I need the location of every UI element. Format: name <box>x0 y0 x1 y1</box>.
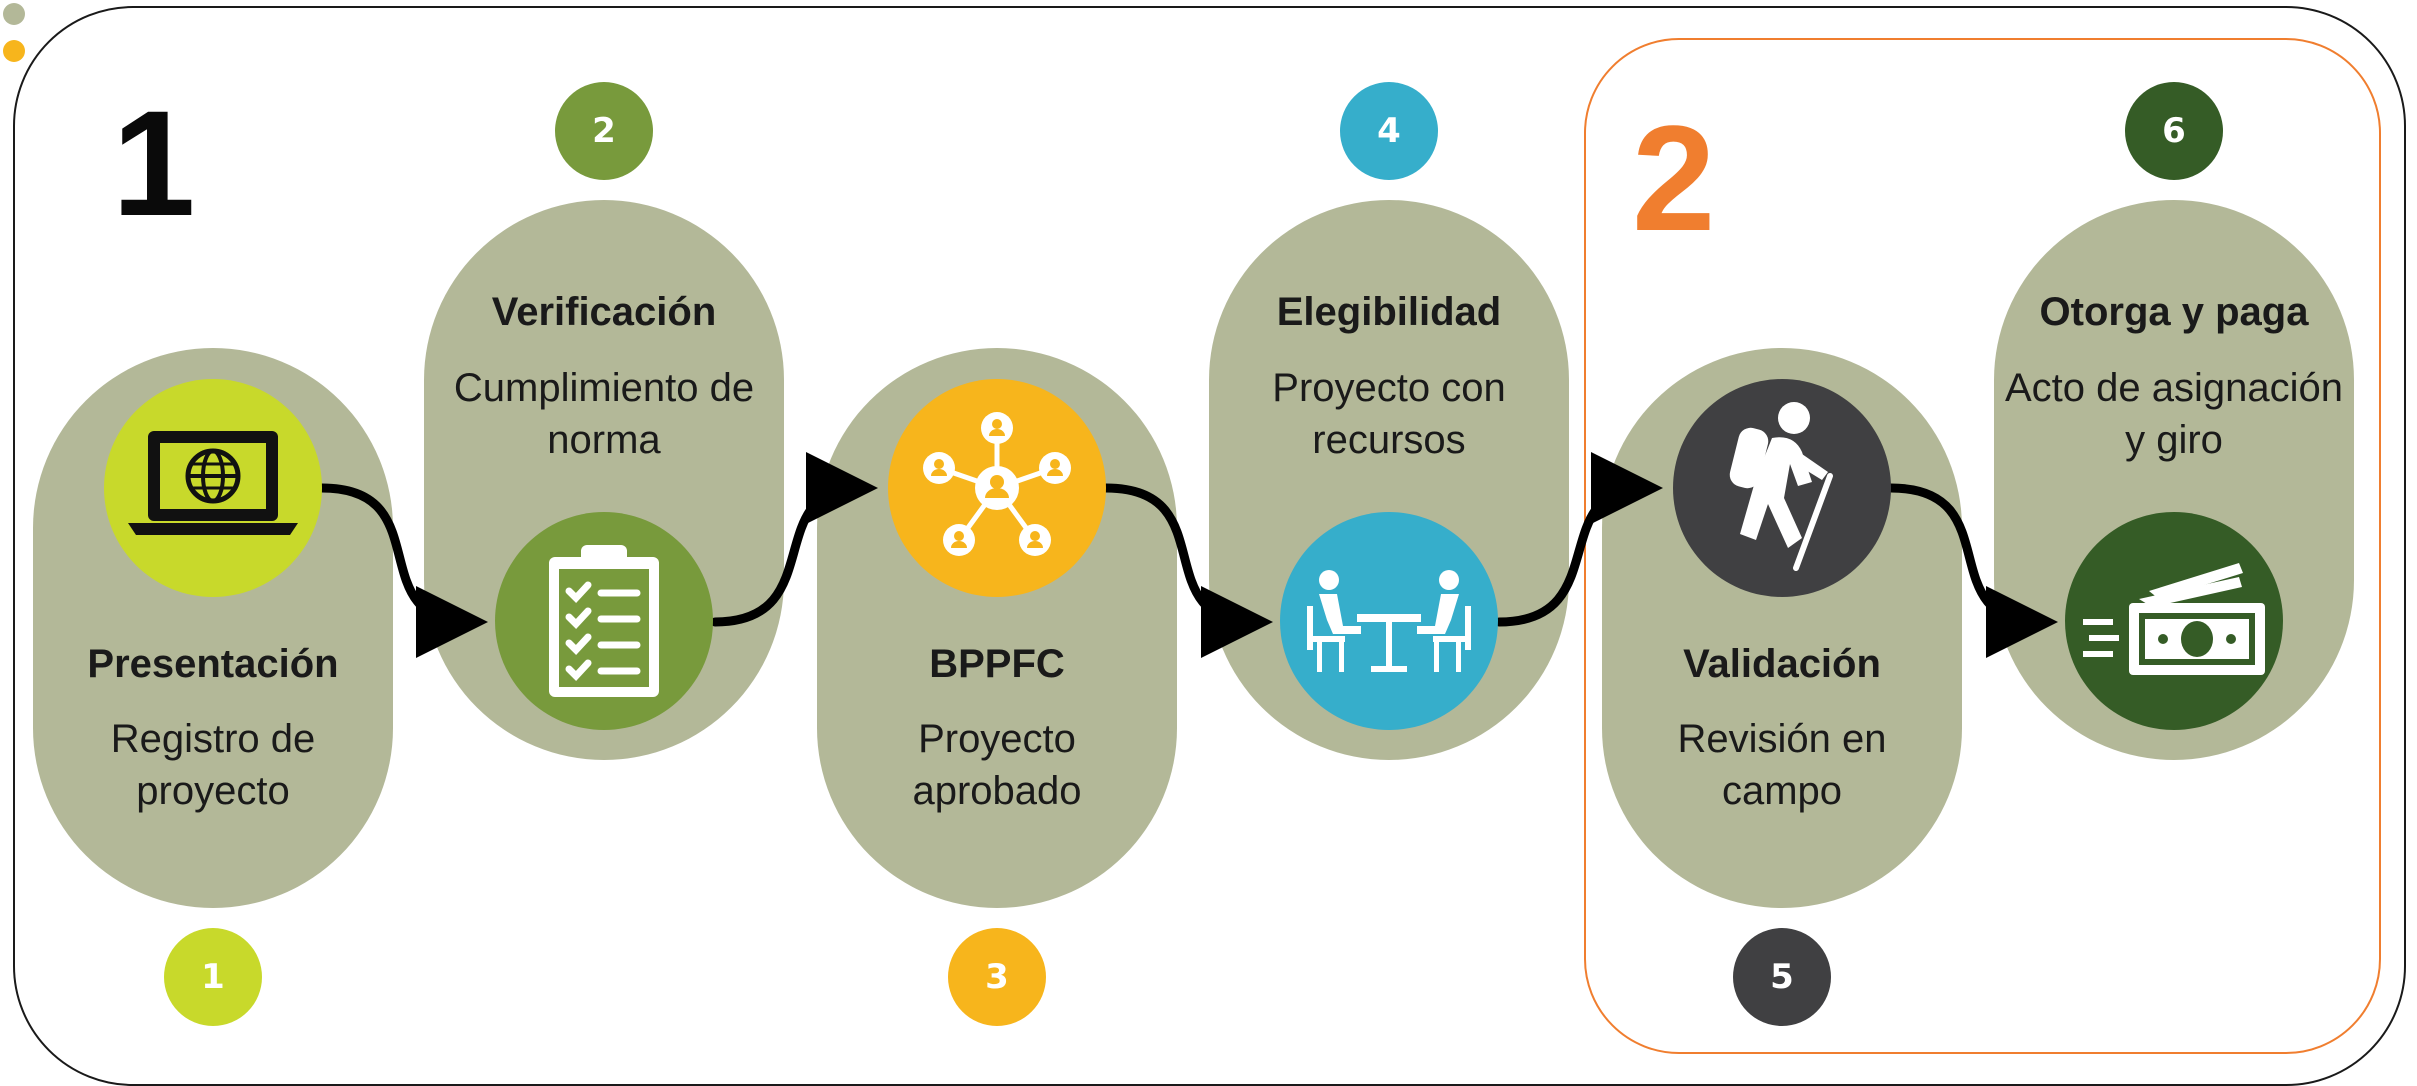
step-2-description: Cumplimiento de norma <box>453 366 755 462</box>
step-3-title: BPPFC <box>929 642 1065 686</box>
step-3-icon-circle <box>888 379 1106 597</box>
step-6-icon-circle <box>2065 512 2283 730</box>
phase-2-number: 2 <box>1632 94 1716 262</box>
network-people-icon <box>923 412 1071 556</box>
arrow-4-to-5 <box>1494 452 1663 627</box>
step-2-title: Verificación <box>491 290 717 334</box>
arrow-2-to-3 <box>710 452 878 627</box>
step-1-description: Registro de proyecto <box>110 717 316 813</box>
arrow-3-to-4 <box>1101 483 1273 658</box>
corner-dot <box>3 40 25 62</box>
step-2-number-badge: 2 <box>555 82 653 180</box>
step-6-description: Acto de asignación y giro <box>2004 366 2343 462</box>
step-6-number-badge: 6 <box>2125 82 2223 180</box>
step-6-title: Otorga y paga <box>2039 290 2309 334</box>
step-5-number-badge: 5 <box>1733 928 1831 1026</box>
hiker-icon <box>1729 402 1833 571</box>
step-4-number-badge: 4 <box>1340 82 1438 180</box>
step-4-description: Proyecto con recursos <box>1272 366 1506 462</box>
step-4-icon-circle <box>1280 512 1498 730</box>
step-1-number-badge: 1 <box>164 928 262 1026</box>
arrow-5-to-6 <box>1886 483 2058 658</box>
meeting-table-icon <box>1307 570 1471 672</box>
step-2-icon-circle <box>495 512 713 730</box>
step-3-description: Proyecto aprobado <box>912 717 1082 813</box>
step-5-icon-circle <box>1673 379 1891 597</box>
phase-1-number: 1 <box>112 79 196 247</box>
step-4-title: Elegibilidad <box>1276 290 1502 334</box>
step-1-title: Presentación <box>87 642 339 686</box>
step-5-description: Revisión en campo <box>1677 717 1887 813</box>
clipboard-checklist-icon <box>549 545 659 697</box>
corner-dot <box>3 3 25 25</box>
step-1-icon-circle <box>104 379 322 597</box>
laptop-globe-icon <box>128 431 298 535</box>
arrow-1-to-2 <box>317 483 488 658</box>
step-3-number-badge: 3 <box>948 928 1046 1026</box>
step-5-title: Validación <box>1683 642 1881 686</box>
money-icon <box>2083 563 2265 675</box>
